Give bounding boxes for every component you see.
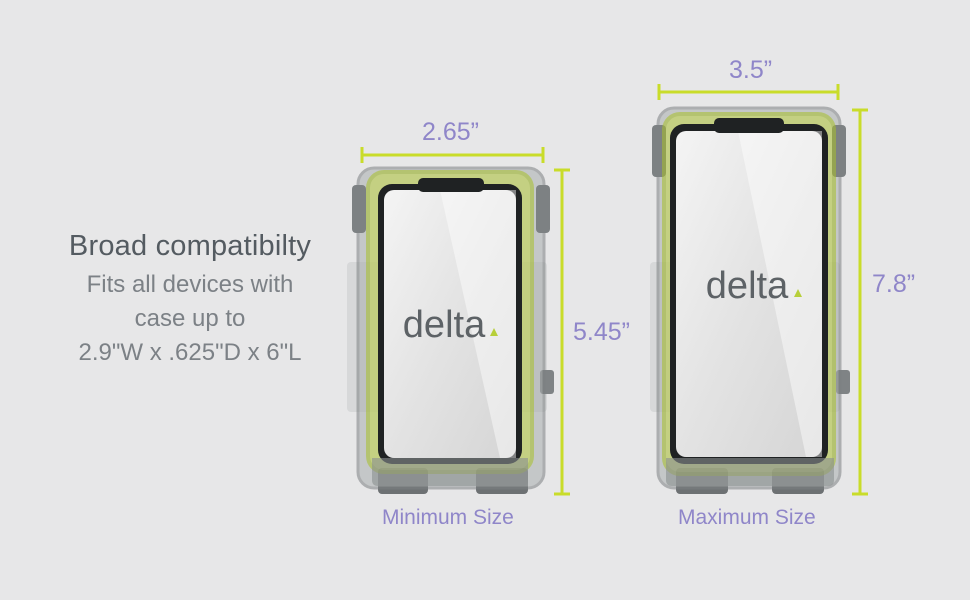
min-width-dimension [360,147,545,163]
min-grip-left [352,185,366,233]
min-phone-screen [384,190,516,458]
compatibility-description: Fits all devices with case up to 2.9"W x… [0,268,380,370]
min-height-dimension [554,168,570,496]
max-width-label: 3.5” [729,56,773,84]
min-brand-triangle-icon [490,328,498,336]
max-size-caption: Maximum Size [678,506,816,529]
min-holder: delta [347,166,554,494]
max-screen-reflection [738,131,822,457]
headline: Broad compatibilty [68,230,312,262]
min-phone-notch [418,178,484,192]
max-height-dimension [852,108,868,496]
description-line-3: 2.9"W x .625"D x 6"L [78,339,302,366]
max-phone-notch [714,118,784,133]
description-line-1: Fits all devices with [86,271,294,298]
max-phone-screen [676,131,822,457]
max-brand-triangle-icon [794,289,802,297]
max-bottom-grip [666,458,834,486]
max-brand-logo: delta [706,265,789,307]
max-holder: delta [650,106,850,494]
max-width-dimension [657,84,840,100]
max-height-label: 7.8” [872,270,916,298]
min-size-caption: Minimum Size [382,506,514,529]
min-screen-reflection [440,190,516,458]
description-line-2: case up to [134,305,246,332]
min-height-label: 5.45” [573,318,630,346]
min-brand-logo: delta [403,304,486,346]
min-grip-right [536,185,550,233]
min-width-label: 2.65” [422,118,479,146]
min-bottom-grip [372,458,528,486]
